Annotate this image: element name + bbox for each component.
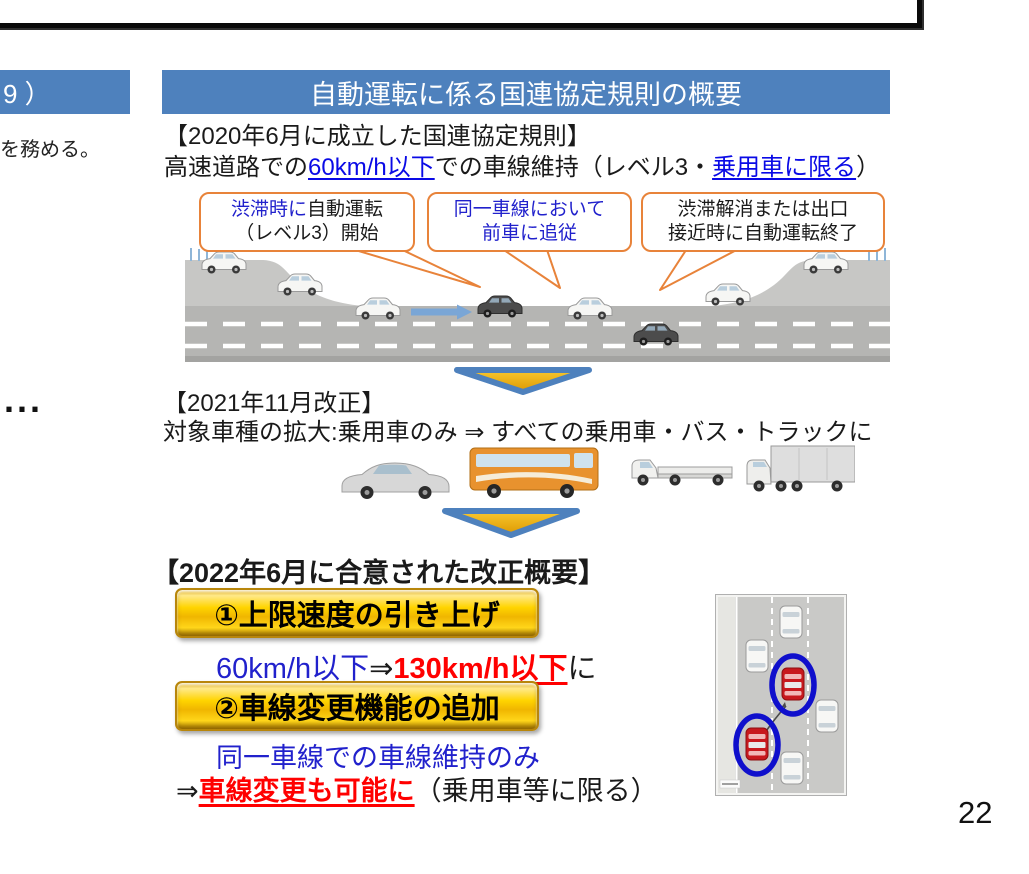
item1-label: ①上限速度の引き上げ: [214, 600, 500, 632]
section-2021: 【2021年11月改正】 対象車種の拡大:乗用車のみ ⇒ すべての乗用車・バス・…: [163, 389, 872, 447]
section-2021-heading: 【2021年11月改正】: [163, 390, 386, 417]
large-truck-icon: [746, 445, 855, 492]
highlight-circle: [769, 653, 817, 717]
passenger-car-icon: [341, 462, 450, 499]
road-edge: [185, 356, 890, 362]
speed-change-line: 60km/h以下⇒130km/h以下に: [216, 645, 597, 687]
arrow-glyph: ⇒: [176, 776, 199, 806]
callout-end-automation: 渋滞解消または出口 接近時に自動運転終了: [641, 192, 885, 252]
highlight-circle: [733, 713, 781, 777]
callout-start-blue: 渋滞時に: [230, 199, 307, 220]
section-2022-heading: 【2022年6月に合意された改正概要】: [152, 558, 606, 588]
road-shoulder: [718, 597, 735, 793]
section-2020-heading: 【2020年6月に成立した国連協定規則】: [164, 123, 591, 150]
section-2020-body: 高速道路での60km/h以下での車線維持（レベル3・乗用車に限る）: [164, 152, 880, 183]
new-speed: 130km/h以下: [393, 653, 568, 685]
section-2020: 【2020年6月に成立した国連協定規則】 高速道路での60km/h以下での車線維…: [164, 121, 880, 183]
page-title: 自動運転に係る国連協定規則の概要: [310, 79, 742, 110]
red-car-icon: [781, 667, 805, 701]
old-speed: 60km/h以下: [216, 653, 370, 685]
left-ellipsis: ...: [4, 379, 44, 420]
callout-follow-line2: 前車に追従: [481, 223, 577, 244]
white-car-icon: [745, 639, 769, 673]
white-car-icon: [780, 751, 804, 785]
small-truck-icon: [631, 459, 733, 486]
callout-start-line2: （レベル3）開始: [235, 223, 379, 244]
section-2021-body: 対象車種の拡大:乗用車のみ ⇒ すべての乗用車・バス・トラックに: [163, 419, 873, 446]
red-car-icon: [745, 727, 769, 761]
page-title-bar: 自動運転に係る国連協定規則の概要: [162, 70, 890, 114]
lane-change-suffix: （乗用車等に限る）: [414, 776, 658, 806]
white-car-icon: [815, 699, 839, 733]
page-number: 22: [958, 795, 993, 830]
off-ramp: [712, 260, 890, 306]
passenger-only-link: 乗用車に限る: [712, 154, 857, 181]
left-text-fragment: を務める。: [0, 139, 100, 161]
bus-icon: [469, 447, 599, 498]
body-mid: での車線維持（レベル3・: [434, 154, 713, 181]
main-road: [185, 306, 890, 358]
body-pre: 高速道路での: [164, 154, 308, 181]
callout-end-line2: 接近時に自動運転終了: [667, 223, 858, 244]
vehicle-types-illustration: [341, 445, 855, 499]
callout-start-black: 自動運転: [307, 199, 384, 220]
left-header-bar: 9 ）: [0, 70, 130, 114]
top-cutoff-frame: [0, 0, 922, 28]
speed-suffix: に: [567, 653, 597, 685]
lane-change-emphasis: 車線変更も可能に: [198, 776, 415, 806]
lane-keep-line: 同一車線での車線維持のみ: [216, 743, 540, 773]
highway-illustration: [185, 248, 890, 362]
item2-banner: ②車線変更機能の追加: [175, 681, 539, 731]
follow-arrow-icon: [411, 304, 472, 320]
callout-follow-lead-car: 同一車線において 前車に追従: [427, 192, 632, 252]
speed-limit-link: 60km/h以下: [308, 154, 435, 181]
white-car-icon: [779, 605, 803, 639]
lane-change-line: ⇒車線変更も可能に（乗用車等に限る）: [176, 769, 658, 808]
left-header-fragment: 9 ）: [3, 78, 51, 109]
down-arrow-icon: [442, 508, 580, 538]
body-post: ）: [856, 154, 881, 181]
item2-label: ②車線変更機能の追加: [214, 693, 500, 725]
callout-end-line1: 渋滞解消または出口: [677, 199, 849, 220]
lane-change-diagram: [715, 594, 847, 796]
down-arrow-icon: [454, 367, 592, 395]
callout-follow-line1: 同一車線において: [453, 199, 606, 220]
callout-start-automation: 渋滞時に自動運転 （レベル3）開始: [199, 192, 415, 252]
item1-banner: ①上限速度の引き上げ: [175, 588, 539, 638]
callout-start-line1: 渋滞時に自動運転: [231, 198, 383, 222]
on-ramp: [185, 260, 363, 306]
arrow-glyph: ⇒: [369, 653, 394, 685]
